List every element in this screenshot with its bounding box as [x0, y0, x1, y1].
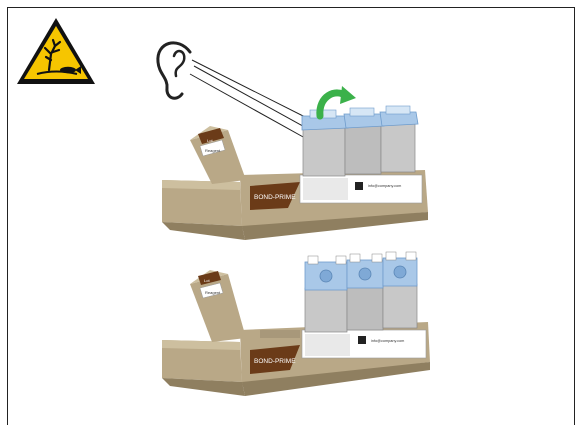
top-contact: info@company.com [368, 184, 401, 188]
top-brand: BOND-PRIME [254, 194, 296, 201]
top-tab-label: Lot [207, 138, 213, 143]
top-illustration: Lot Reagent BOND-PRIME info@company.com [150, 30, 440, 245]
top-tab-text: Reagent [205, 148, 221, 153]
bottom-contact: info@company.com [371, 339, 404, 343]
bottom-tab-text: Reagent [205, 290, 221, 295]
bottom-illustration: Lot Reagent BOND-PRIME info@company.com [150, 250, 440, 400]
bottom-brand: BOND-PRIME [254, 358, 296, 365]
bottom-tab-label: Lot [204, 278, 210, 283]
bottom-cartridges [305, 252, 417, 332]
ear-icon [158, 43, 190, 98]
environmental-hazard-icon [15, 16, 97, 86]
